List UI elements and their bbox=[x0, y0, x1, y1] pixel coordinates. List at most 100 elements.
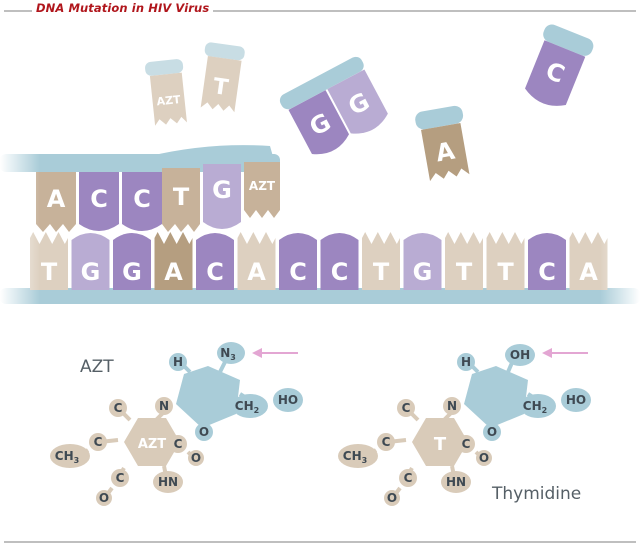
base-letter: T bbox=[456, 258, 473, 286]
dna-strand bbox=[0, 145, 640, 304]
thymidine-atom-ch2: CH2 bbox=[520, 394, 556, 418]
thymidine-atom-hn: HN bbox=[441, 471, 471, 493]
atom-text: N bbox=[159, 399, 169, 413]
atom-text: N bbox=[220, 346, 230, 360]
base-top-c1: C bbox=[79, 172, 119, 231]
base-letter: T bbox=[373, 258, 390, 286]
atom-text: C bbox=[116, 471, 125, 485]
thymidine-atom-h: H bbox=[457, 353, 475, 371]
atom-text: CH bbox=[343, 449, 362, 463]
atom-text: C bbox=[94, 435, 103, 449]
base-bottom-g: G bbox=[71, 233, 110, 290]
atom-text: H bbox=[461, 355, 471, 369]
thymidine-atom-oh: OH bbox=[505, 344, 535, 366]
floating-azt: AZT bbox=[145, 59, 187, 126]
top-backbone-curl bbox=[150, 145, 274, 170]
diagram-title: DNA Mutation in HIV Virus bbox=[32, 1, 214, 15]
atom-subscript: 3 bbox=[74, 456, 80, 465]
base-letter: C bbox=[331, 258, 349, 286]
atom-text: C bbox=[174, 437, 183, 451]
azt-atom-o: O bbox=[195, 423, 213, 441]
azt-ring-label: AZT bbox=[138, 437, 166, 452]
thymidine-sugar-ring bbox=[464, 366, 528, 428]
base-letter: AZT bbox=[156, 93, 182, 108]
azt-label: AZT bbox=[80, 357, 114, 377]
thymidine-molecule: Thymidine T H OH bbox=[338, 344, 591, 506]
azt-atom-ch2: CH2 bbox=[232, 394, 268, 418]
base-bottom-a: A bbox=[154, 232, 193, 290]
base-letter: C bbox=[133, 185, 151, 213]
base-bottom-g: G bbox=[403, 233, 442, 290]
base-letter: G bbox=[212, 176, 232, 204]
azt-atom-c-bottom: C bbox=[111, 469, 129, 487]
svg-text:CH2: CH2 bbox=[235, 399, 259, 415]
thymidine-atom-n: N bbox=[443, 397, 461, 415]
atom-subscript: 2 bbox=[542, 406, 548, 415]
thymidine-atom-o-right: O bbox=[476, 450, 492, 466]
atom-text: OH bbox=[510, 348, 530, 362]
atom-text: O bbox=[99, 491, 109, 505]
base-letter: A bbox=[164, 258, 183, 286]
thymidine-atom-c-right: C bbox=[457, 435, 475, 453]
atom-text: HN bbox=[158, 475, 178, 489]
floating-azt-t-pair: AZT T bbox=[145, 42, 245, 126]
base-letter: G bbox=[122, 258, 142, 286]
thymidine-atom-o: O bbox=[483, 423, 501, 441]
floating-a: A bbox=[415, 105, 470, 182]
atom-text: O bbox=[191, 451, 201, 465]
atom-text: HN bbox=[446, 475, 466, 489]
base-top-t: T bbox=[162, 168, 200, 232]
atom-text: HO bbox=[278, 393, 298, 407]
azt-atom-hn: HN bbox=[153, 471, 183, 493]
thymidine-atom-c-bottom: C bbox=[399, 469, 417, 487]
azt-atom-n: N bbox=[155, 397, 173, 415]
azt-atom-o-bottom: O bbox=[96, 490, 112, 506]
base-top-a: A bbox=[36, 172, 76, 232]
base-letter: AZT bbox=[249, 179, 276, 193]
thymidine-atom-c-left: C bbox=[377, 433, 395, 451]
svg-text:CH3: CH3 bbox=[55, 449, 79, 465]
floating-gg-pair: G G bbox=[279, 56, 388, 155]
floating-t: T bbox=[200, 42, 245, 113]
atom-text: O bbox=[199, 425, 209, 439]
base-bottom-t: T bbox=[362, 232, 400, 290]
base-bottom-c: C bbox=[279, 233, 317, 290]
base-letter: A bbox=[579, 258, 598, 286]
atom-text: CH bbox=[523, 399, 542, 413]
base-bottom-g: G bbox=[113, 233, 151, 290]
base-letter: G bbox=[81, 258, 101, 286]
atom-subscript: 2 bbox=[254, 406, 260, 415]
atom-subscript: 3 bbox=[230, 353, 236, 362]
base-letter: A bbox=[247, 258, 266, 286]
floating-c: C bbox=[525, 24, 594, 106]
atom-subscript: 3 bbox=[362, 456, 368, 465]
base-letter: C bbox=[206, 258, 224, 286]
svg-text:CH2: CH2 bbox=[523, 399, 547, 415]
atom-text: C bbox=[462, 437, 471, 451]
base-letter: C bbox=[90, 185, 108, 213]
base-letter: A bbox=[434, 137, 458, 168]
base-letter: T bbox=[497, 258, 514, 286]
base-bottom-c: C bbox=[528, 233, 566, 290]
atom-text: O bbox=[387, 491, 397, 505]
bottom-backbone bbox=[0, 288, 640, 304]
top-strand-bases: A C C T G AZT bbox=[36, 162, 280, 232]
atom-text: O bbox=[487, 425, 497, 439]
atom-text: C bbox=[402, 401, 411, 415]
azt-atom-o-right: O bbox=[188, 450, 204, 466]
atom-text: C bbox=[404, 471, 413, 485]
azt-atom-h: H bbox=[169, 353, 187, 371]
azt-atom-ch3: CH3 bbox=[50, 444, 90, 468]
atom-text: CH bbox=[55, 449, 74, 463]
base-letter: T bbox=[211, 74, 229, 101]
atom-text: N bbox=[447, 399, 457, 413]
azt-atom-c-top: C bbox=[109, 399, 127, 417]
base-letter: A bbox=[47, 185, 66, 213]
thymidine-atom-ch3: CH3 bbox=[338, 444, 378, 468]
thymidine-atom-c-top: C bbox=[397, 399, 415, 417]
atom-text: HO bbox=[566, 393, 586, 407]
thymidine-label: Thymidine bbox=[491, 484, 581, 504]
thymidine-ring-label: T bbox=[434, 434, 447, 455]
azt-base-ring bbox=[124, 418, 180, 466]
